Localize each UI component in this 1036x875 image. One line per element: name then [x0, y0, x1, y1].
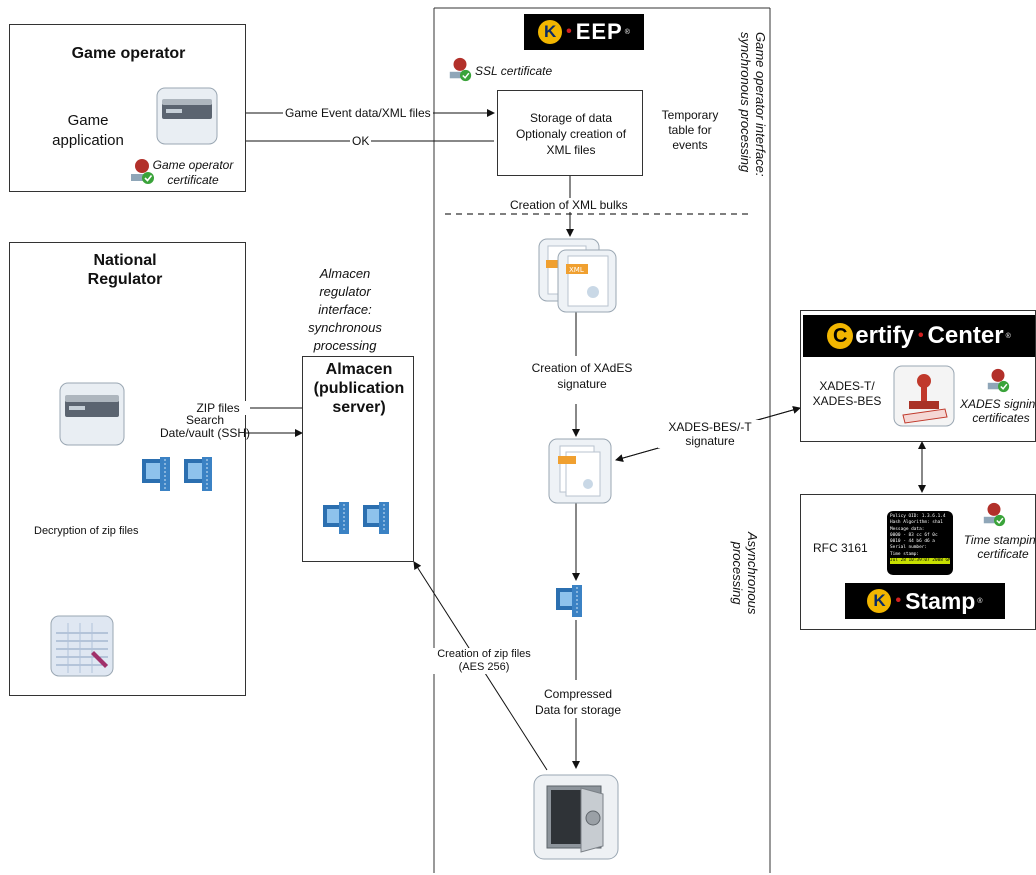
certify-logo-reg: ® — [1005, 332, 1011, 340]
certificate-icon — [128, 157, 156, 190]
xades-creation-label: Creation of XAdES signature — [520, 360, 644, 392]
xml-file-icon — [548, 438, 612, 509]
document-pen-icon — [50, 615, 114, 682]
compressed-label: Compressed Data for storage — [518, 686, 638, 718]
keep-logo: K • EEP ® — [524, 14, 644, 50]
certify-logo-c: C — [827, 323, 854, 349]
keep-logo-k: K — [538, 20, 563, 44]
search-label: Search Date/vault (SSH) — [159, 413, 251, 440]
token-line: Jul 28 10:39:07 2008 GMT — [890, 558, 953, 565]
timestamp-cert-label: Time stamping certificate — [963, 533, 1036, 561]
certificate-icon — [985, 367, 1011, 398]
kstamp-logo: K • Stamp ® — [845, 583, 1005, 619]
token-line: Time stamp: — [890, 551, 920, 557]
kstamp-logo-k: K — [867, 589, 892, 613]
keep-logo-reg: ® — [624, 28, 630, 36]
kstamp-logo-text: Stamp — [905, 587, 976, 614]
server-icon — [156, 87, 218, 150]
game-application-label: Game application — [52, 112, 124, 149]
almacen-interface-label: Almacen regulator interface: synchronous… — [308, 266, 382, 353]
token-line: Hash Algorithm: sha1 — [890, 520, 943, 526]
storage-label: Storage of data Optionaly creation of XM… — [515, 111, 627, 157]
almacen-title: Almacen (publication server) — [313, 361, 405, 416]
certificate-icon — [447, 56, 473, 87]
stamp-icon — [893, 365, 955, 432]
regulator-title: National Regulator — [87, 252, 163, 288]
zip-icon — [554, 582, 594, 623]
token-line: Serial number: — [890, 545, 928, 551]
async-label: Asynchronous processing — [730, 532, 760, 615]
storage-box: Storage of data Optionaly creation of XM… — [497, 90, 643, 176]
keep-logo-text: EEP — [575, 19, 623, 44]
xml-file-icon: XML — [538, 238, 618, 319]
ssl-label: SSL certificate — [475, 64, 553, 78]
xades-modes-label: XADES-T/ XADES-BES — [812, 379, 882, 408]
game-operator-box: Game operator Game application Game oper… — [9, 24, 246, 192]
token-line: Policy OID: 1.3.6.1.4 — [890, 514, 946, 519]
svg-text:XML: XML — [569, 266, 584, 274]
certificate-icon — [981, 501, 1007, 532]
certify-logo: C ertify • Center ® — [803, 315, 1035, 357]
zip-icon — [321, 499, 401, 540]
xades-signing-cert-label: XADES signing certificates — [959, 397, 1036, 425]
game-operator-interface-label: Game operator interface: synchronous pro… — [738, 32, 768, 177]
game-operator-cert-label: Game operator certificate — [152, 158, 234, 187]
kstamp-logo-reg: ® — [977, 597, 983, 605]
ok-label: OK — [350, 134, 372, 148]
zip-files-label: ZIP files — [186, 401, 250, 415]
game-operator-title: Game operator — [71, 45, 186, 62]
zip-creation-label: Creation of zip files (AES 256) — [432, 648, 536, 674]
rfc-label: RFC 3161 — [813, 541, 868, 555]
server-icon — [59, 382, 125, 451]
token-line: Message data: — [890, 526, 925, 532]
xml-bulks-label: Creation of XML bulks — [508, 198, 630, 212]
game-event-label: Game Event data/XML files — [283, 106, 433, 120]
safe-icon — [533, 774, 619, 865]
token-line: 0000 - 83 cc 6f 0c — [890, 532, 938, 538]
temporary-table-label: Temporary table for events — [661, 108, 719, 152]
zip-icon — [140, 453, 224, 498]
token-line: 0010 - 44 b6 d6 a — [890, 539, 935, 545]
certify-logo-word2: Center — [927, 322, 1004, 349]
kstamp-box: RFC 3161 Policy OID: 1.3.6.1.4 Hash Algo… — [800, 494, 1036, 630]
certify-logo-word1: ertify — [855, 322, 914, 349]
certify-center-box: C ertify • Center ® XADES-T/ XADES-BES X… — [800, 310, 1036, 442]
decrypt-label: Decryption of zip files — [32, 525, 141, 537]
national-regulator-box: National Regulator Decryption of zip fil… — [9, 242, 246, 696]
timestamp-token-icon: Policy OID: 1.3.6.1.4 Hash Algorithm: sh… — [887, 511, 953, 575]
xades-bes-label: XADES-BES/-T signature — [658, 420, 762, 448]
almacen-box: Almacen (publication server) — [302, 356, 414, 562]
